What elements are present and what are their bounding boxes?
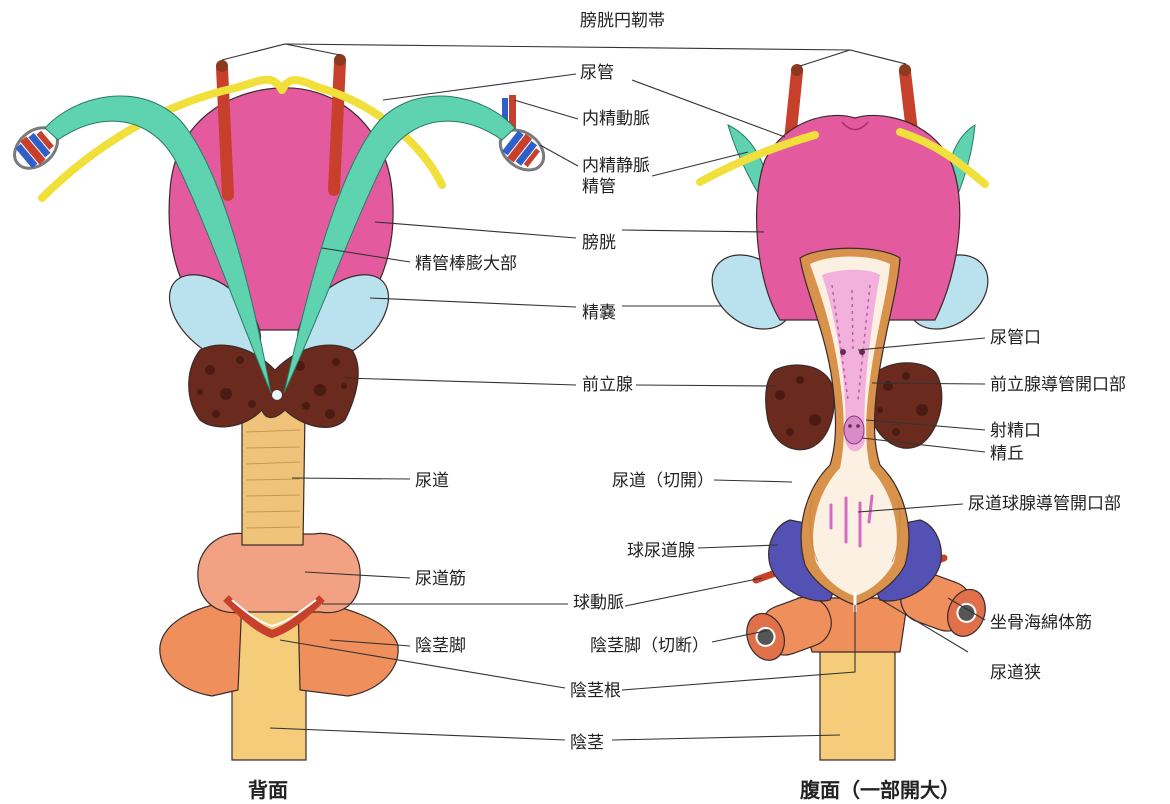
dorsal-figure <box>7 54 552 760</box>
label-ejaculatory-orifice: 射精口 <box>990 421 1041 441</box>
label-crus-cut: 陰茎脚（切断） <box>590 636 709 656</box>
label-prostate: 前立腺 <box>582 375 633 395</box>
label-ischiocavernosus: 坐骨海綿体筋 <box>990 613 1092 633</box>
label-seminal-colliculus: 精丘 <box>990 444 1024 464</box>
label-bulbourethral-duct-openings: 尿道球腺導管開口部 <box>968 494 1121 514</box>
label-bladder: 膀胱 <box>582 233 616 253</box>
ventral-penis-shaft <box>820 640 895 760</box>
label-bulbourethral-gland: 球尿道腺 <box>627 541 695 561</box>
label-ductus-deferens: 精管 <box>582 177 616 197</box>
caption-dorsal: 背面 <box>248 778 288 802</box>
label-urethra: 尿道 <box>415 471 449 491</box>
label-urethra-opened: 尿道（切開） <box>612 471 714 491</box>
label-bulb-artery: 球動脈 <box>573 593 624 613</box>
label-prostatic-duct-openings: 前立腺導管開口部 <box>990 375 1126 395</box>
label-urethral-isthmus: 尿道狭 <box>990 663 1041 683</box>
label-internal-spermatic-artery: 内精動脈 <box>582 109 650 129</box>
ureteral-orifice-left-icon <box>840 349 846 355</box>
ventral-seminal-colliculus <box>844 416 864 444</box>
label-ureter: 尿管 <box>580 63 614 83</box>
label-seminal-vesicle: 精嚢 <box>582 303 616 323</box>
dorsal-right-crus <box>298 600 398 696</box>
captions: 背面 腹面（一部開大） <box>248 778 960 802</box>
label-ampulla: 精管棒膨大部 <box>415 254 517 274</box>
label-penis-root: 陰茎根 <box>570 681 621 701</box>
label-bladder-round-ligament: 膀胱円靭帯 <box>580 11 665 31</box>
ventral-figure <box>698 64 1003 760</box>
dorsal-prostate <box>189 345 358 427</box>
label-penis: 陰茎 <box>570 733 604 753</box>
label-ureteral-orifice: 尿管口 <box>990 328 1041 348</box>
label-crus: 陰茎脚 <box>415 636 466 656</box>
label-urethral-muscle: 尿道筋 <box>415 569 466 589</box>
caption-ventral: 腹面（一部開大） <box>800 778 960 802</box>
dorsal-urethra <box>242 407 305 545</box>
dorsal-left-crus <box>160 600 242 696</box>
label-internal-spermatic-vein: 内精静脈 <box>582 156 650 176</box>
